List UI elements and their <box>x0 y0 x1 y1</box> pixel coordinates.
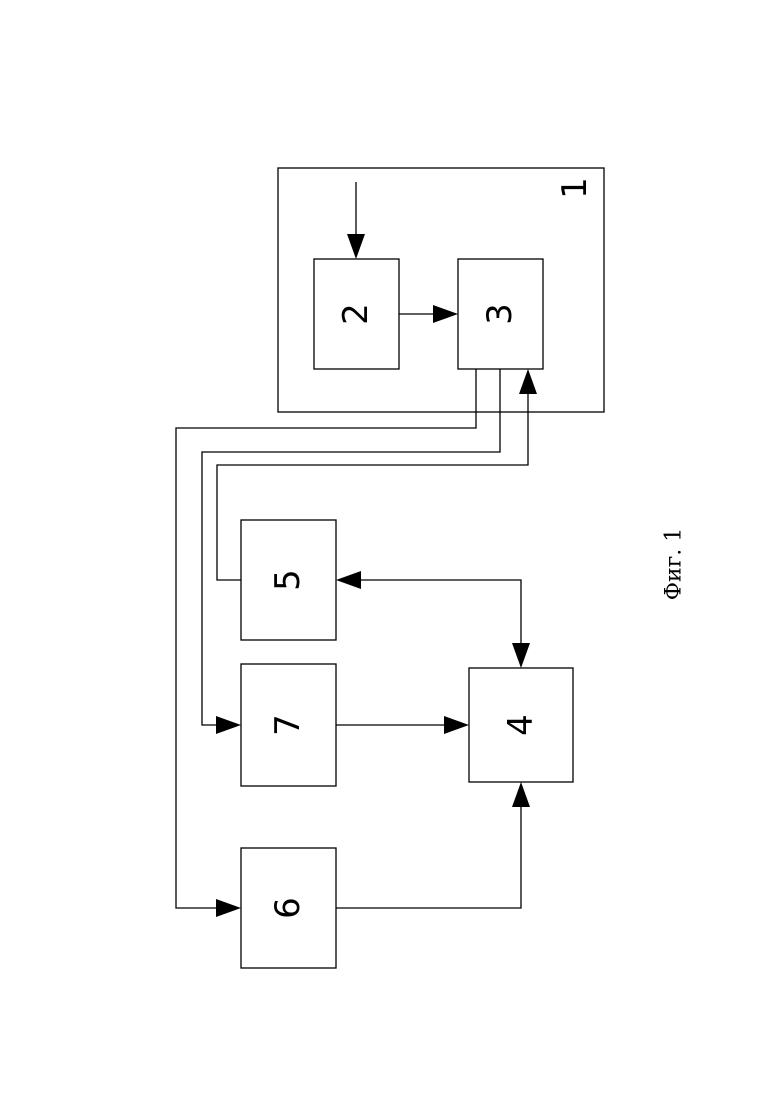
arrowhead-3-to-6 <box>216 899 241 917</box>
arrowhead-3-to-7 <box>216 716 241 734</box>
arrowhead-4-to-5 <box>336 571 361 589</box>
block-2-label: 2 <box>336 303 376 325</box>
block-1-label: 1 <box>555 177 595 199</box>
block-6-label: 6 <box>268 897 308 919</box>
block-4-label: 4 <box>501 714 541 736</box>
block-7-label: 7 <box>268 714 308 736</box>
arrowhead-7-to-4 <box>444 716 469 734</box>
block-5-label: 5 <box>268 569 308 591</box>
arrowhead-6-to-4 <box>512 782 530 807</box>
figure-caption: Фиг. 1 <box>662 528 687 600</box>
arrowhead-5-to-4 <box>512 643 530 668</box>
line-6-to-4 <box>336 807 521 908</box>
block-3-label: 3 <box>480 303 520 325</box>
line-5-4-bidirectional <box>361 580 521 643</box>
